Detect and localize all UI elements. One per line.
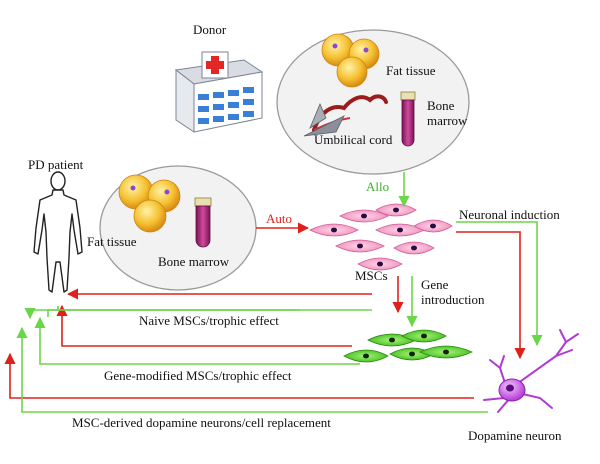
pd-patient-label: PD patient	[28, 157, 84, 172]
neuronal-induction-label: Neuronal induction	[459, 207, 560, 222]
mscs-label: MSCs	[355, 268, 388, 283]
gene-modified-cell-icon	[343, 329, 473, 363]
donor-source-ellipse	[276, 29, 470, 175]
auto-label: Auto	[266, 211, 292, 226]
bone-marrow-tube-icon	[194, 197, 212, 248]
donor-bone-marrow-label: Bone marrow	[427, 98, 468, 128]
hospital-icon	[174, 51, 264, 133]
donor-fat-tissue-label: Fat tissue	[386, 63, 436, 78]
bone-marrow-tube-icon	[400, 91, 416, 147]
person-silhouette-icon	[33, 171, 83, 293]
msc-cell-icon	[309, 203, 453, 271]
dopamine-neuron-icon	[483, 329, 579, 413]
allo-label: Allo	[366, 179, 390, 194]
fat-cells-icon	[118, 174, 181, 233]
patient-bone-marrow-label: Bone marrow	[158, 254, 230, 269]
umbilical-cord-label: Umbilical cord	[314, 132, 393, 147]
gene-modified-mscs-trophic-effect-label: Gene-modified MSCs/trophic effect	[104, 368, 292, 383]
naive-mscs-trophic-effect-label: Naive MSCs/trophic effect	[139, 313, 279, 328]
donor-label: Donor	[193, 22, 227, 37]
umbilical-cord-icon	[303, 94, 388, 137]
patient-fat-tissue-label: Fat tissue	[87, 234, 137, 249]
dopamine-neuron-label: Dopamine neuron	[468, 428, 562, 443]
msc-derived-dopamine-neurons-label: MSC-derived dopamine neurons/cell replac…	[72, 415, 331, 430]
fat-cells-icon	[321, 33, 380, 88]
gene-introduction-label: Gene introduction	[421, 277, 485, 307]
